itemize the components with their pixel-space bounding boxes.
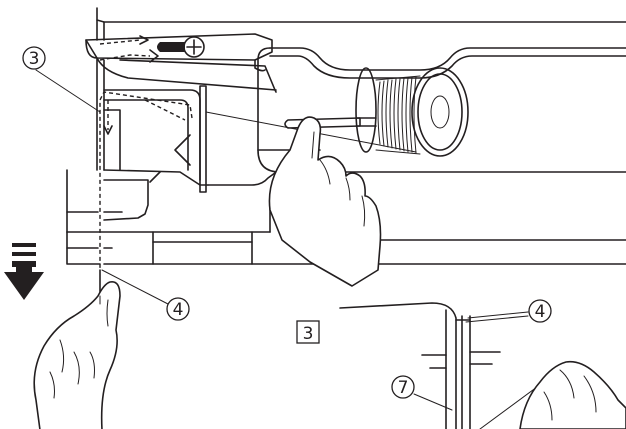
callout-4-left: 4 [101, 269, 190, 321]
callout-4-right-label: 4 [535, 302, 546, 322]
callout-7-label: 7 [398, 378, 409, 398]
step-label: 3 [303, 324, 314, 344]
screw-icon [99, 35, 205, 58]
step-label-box: 3 [296, 320, 320, 344]
machine-body [66, 7, 626, 233]
callout-4-left-label: 4 [173, 300, 184, 320]
callout-7: 7 [391, 375, 453, 411]
hand-holding-thread-end [33, 280, 121, 429]
callout-3: 3 [22, 46, 101, 113]
pull-down-arrow-icon [4, 243, 44, 300]
hand-pinching-thread [268, 116, 382, 287]
needle-inset [339, 302, 626, 429]
callout-4-right: 4 [467, 299, 552, 323]
callout-3-label: 3 [29, 49, 40, 69]
